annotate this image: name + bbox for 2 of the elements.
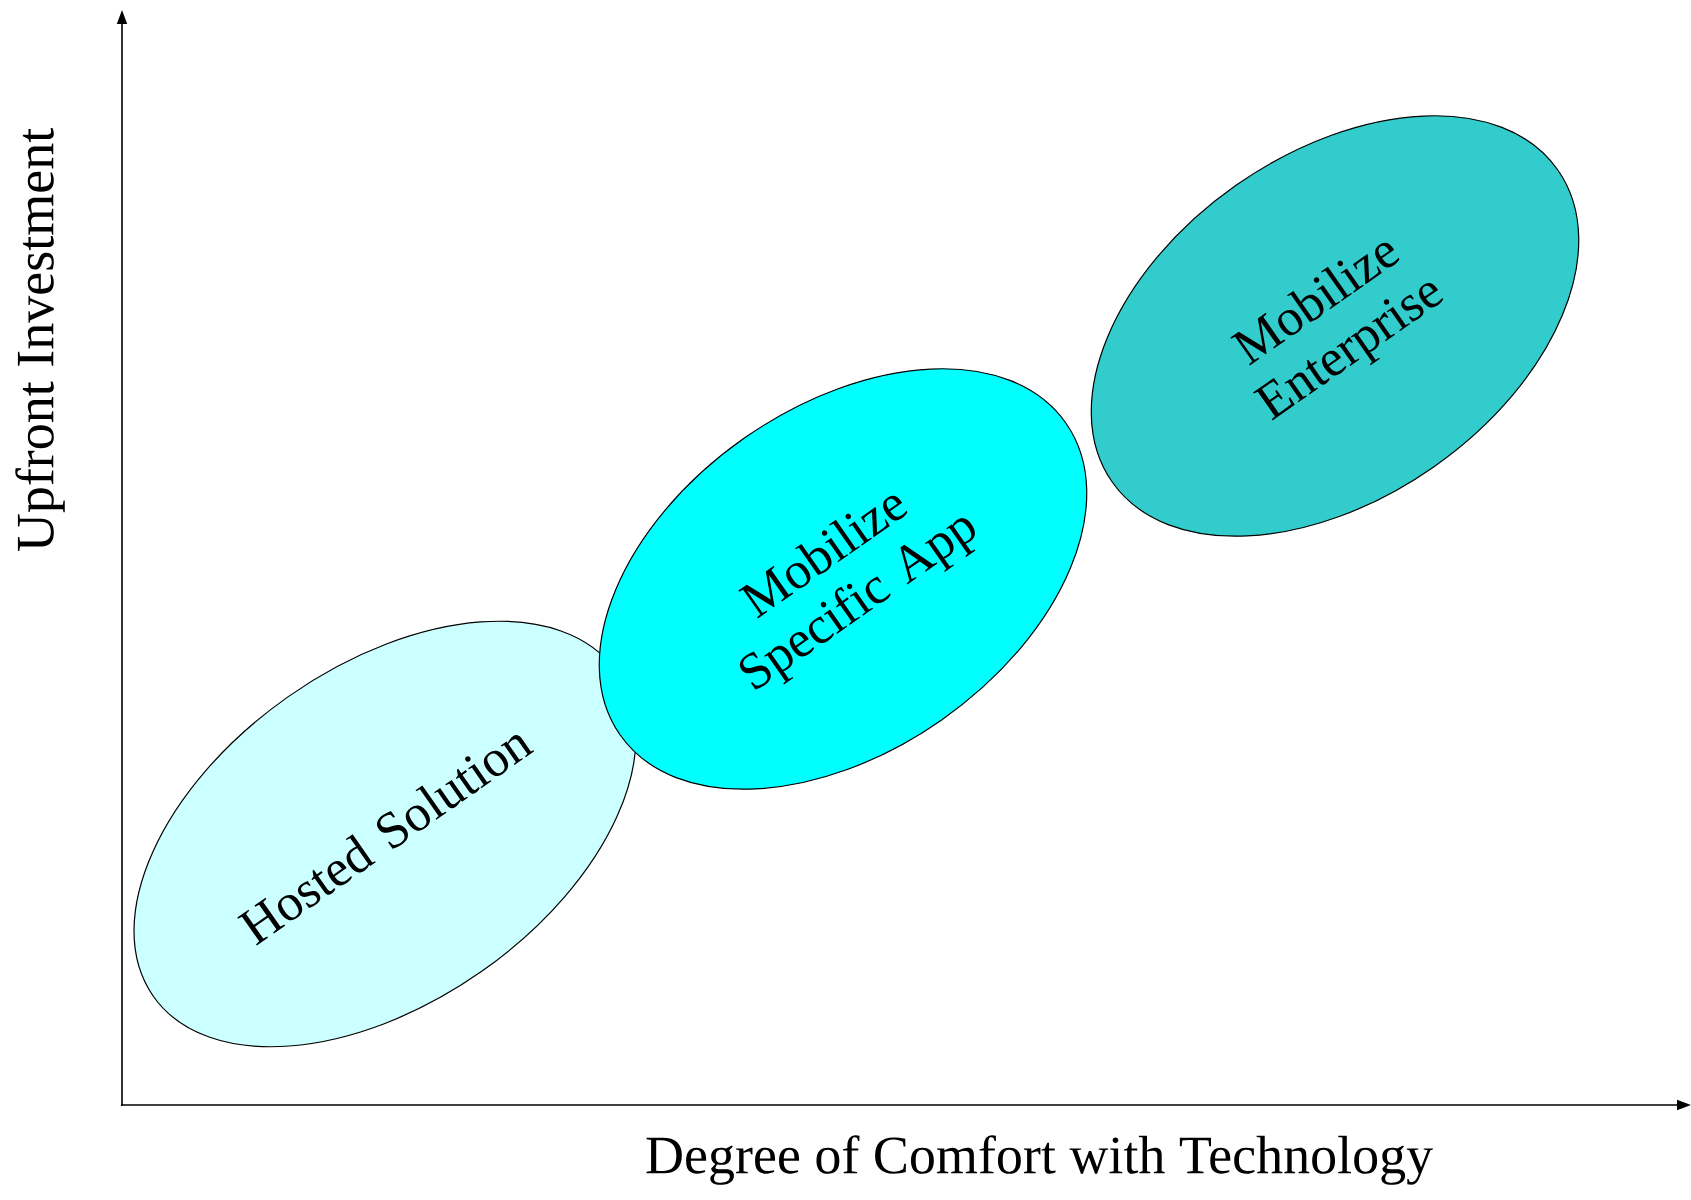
axis-title: Upfront Investment [15, 128, 65, 552]
axis-title: Degree of Comfort with Technology [646, 1135, 1433, 1185]
